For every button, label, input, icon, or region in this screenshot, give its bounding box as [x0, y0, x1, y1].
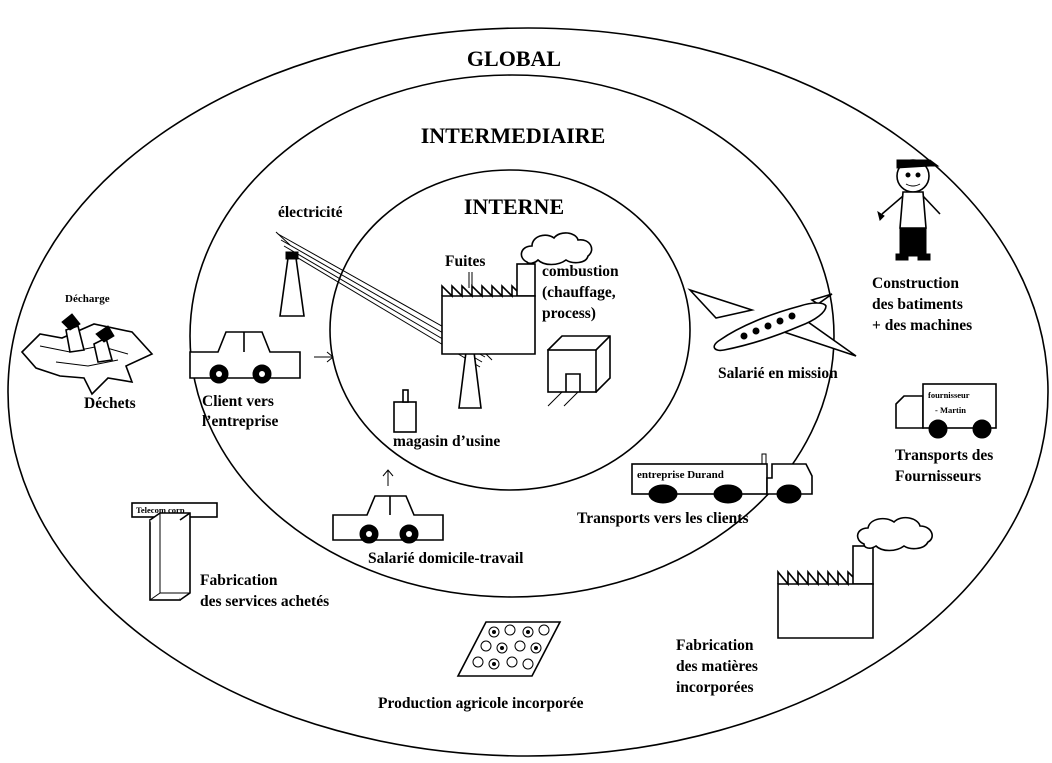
transport-clients-label: Transports vers les clients: [577, 510, 748, 527]
landfill-label: Décharge: [65, 293, 110, 305]
leak-arrow-icon: [468, 272, 473, 288]
client-car-icon: [189, 331, 301, 384]
zone-title-global: GLOBAL: [467, 46, 561, 71]
supplier-transport-label: Transports des: [895, 447, 993, 464]
combustion-label: combustion: [542, 263, 619, 280]
zone-title-internal: INTERNE: [464, 194, 564, 219]
leaks-label: Fuites: [445, 253, 485, 270]
pylon-icon: [458, 345, 482, 409]
agriculture-label: Production agricole incorporée: [378, 695, 584, 712]
zone-title-intermediate: INTERMEDIAIRE: [421, 123, 606, 148]
client-label: Client vers: [202, 393, 274, 410]
arrow-right-icon: [314, 351, 334, 363]
telecom-label: Telecom corp: [136, 505, 185, 515]
supplier-truck-icon: fournisseur - Martin: [895, 383, 997, 439]
materials-label-line2: des matières: [676, 658, 758, 675]
internal-ring: [329, 169, 691, 491]
intermediate-ring: [189, 74, 835, 598]
smoke-cloud-icon: [520, 232, 593, 266]
factory-shop-label: magasin d’usine: [393, 433, 500, 450]
airplane-icon: [687, 288, 857, 357]
supplier-truck-label: fournisseur: [928, 390, 970, 400]
construction-label-line3: + des machines: [872, 317, 972, 334]
factory-shop-icon: [393, 389, 417, 433]
materials-label: Fabrication: [676, 637, 754, 654]
supplier-truck-label-line2: - Martin: [935, 405, 966, 415]
business-travel-label: Salarié en mission: [718, 365, 838, 382]
building-icon: [546, 335, 611, 407]
services-label: Fabrication: [200, 572, 278, 589]
materials-factory-icon: [777, 545, 874, 639]
factory-icon: [441, 263, 536, 355]
agriculture-field-icon: [456, 621, 562, 677]
materials-label-line3: incorporées: [676, 679, 753, 696]
commute-car-icon: [332, 495, 444, 544]
smoke-cloud-icon: [856, 516, 933, 552]
delivery-truck-icon: entreprise Durand: [631, 453, 813, 504]
combustion-label-line3: process): [542, 305, 596, 322]
global-ring: [7, 27, 1049, 757]
arrow-up-icon: [382, 469, 394, 486]
construction-label: Construction: [872, 275, 959, 292]
construction-label-line2: des batiments: [872, 296, 963, 313]
landfill-icon: [20, 313, 154, 396]
commute-label: Salarié domicile-travail: [368, 550, 524, 567]
waste-label: Déchets: [84, 395, 136, 412]
delivery-truck-label: entreprise Durand: [637, 469, 724, 481]
electricity-label: électricité: [278, 204, 343, 221]
client-label-line2: l’entreprise: [202, 413, 278, 430]
worker-icon: [877, 159, 941, 261]
supplier-transport-label-line2: Fournisseurs: [895, 468, 981, 485]
combustion-label-line2: (chauffage,: [542, 284, 616, 301]
services-label-line2: des services achetés: [200, 593, 329, 610]
telecom-building-icon: Telecom corp: [131, 502, 218, 601]
pylon-icon: [279, 251, 305, 317]
